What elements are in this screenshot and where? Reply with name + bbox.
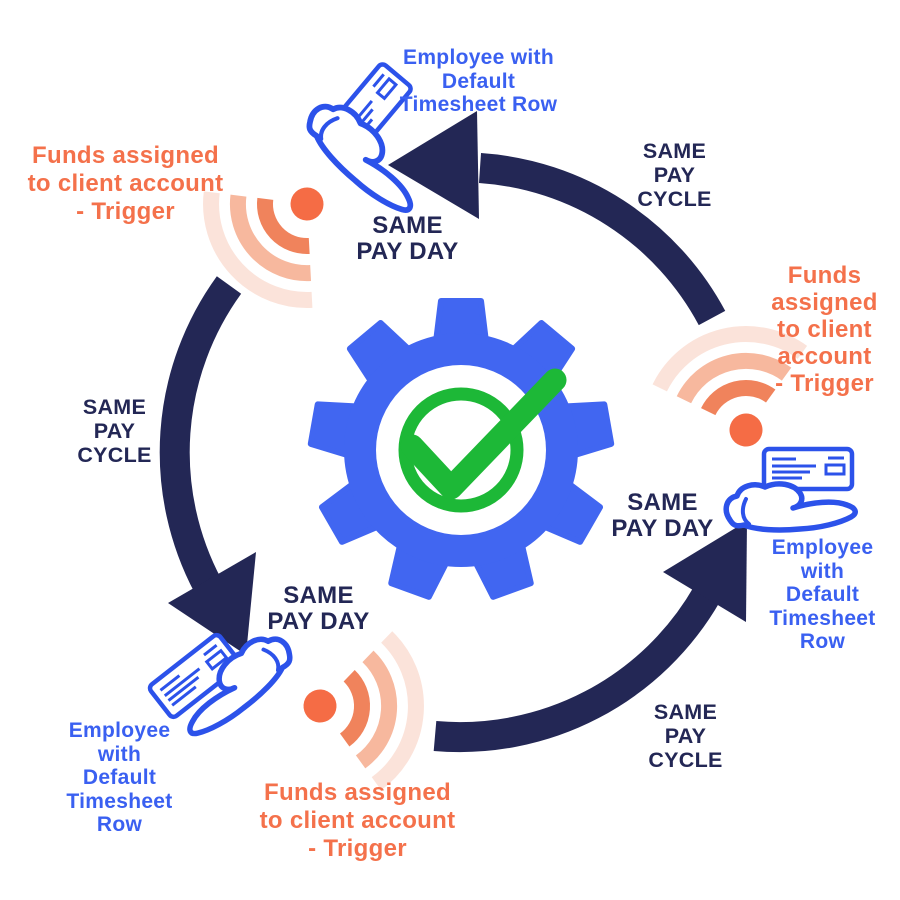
gear-checkmark-icon xyxy=(307,298,615,600)
pay-day-label-right: SAME PAY DAY xyxy=(611,489,714,542)
trigger-label-right: Funds assigned to client account - Trigg… xyxy=(771,262,878,397)
pay-cycle-label-left: SAME PAY CYCLE xyxy=(77,395,152,467)
pay-cycle-label-bottom-right: SAME PAY CYCLE xyxy=(648,700,723,772)
cycle-arc-left xyxy=(159,276,242,594)
trigger-label-bottom: Funds assigned to client account - Trigg… xyxy=(259,779,456,862)
hand-cheque-icon-right xyxy=(726,449,855,530)
trigger-label-top-left: Funds assigned to client account - Trigg… xyxy=(27,142,224,225)
cycle-arcs xyxy=(159,153,726,753)
trigger-signal-icon-bottom xyxy=(298,632,420,786)
employee-label-top: Employee with Default Timesheet Row xyxy=(399,46,558,116)
arrowhead-left-icon xyxy=(168,552,256,655)
checkmark-icon xyxy=(400,368,567,500)
cycle-arc-bottom xyxy=(433,586,721,753)
pay-cycle-label-top-right: SAME PAY CYCLE xyxy=(637,139,712,211)
pay-day-label-top: SAME PAY DAY xyxy=(356,212,459,265)
employee-label-bottom-left: Employee with Default Timesheet Row xyxy=(66,719,173,836)
cycle-arrowheads xyxy=(168,111,747,655)
arrowhead-right-icon xyxy=(663,521,747,622)
employee-label-right: Employee with Default Timesheet Row xyxy=(769,536,876,653)
pay-day-label-bottom-left: SAME PAY DAY xyxy=(267,582,370,635)
cycle-arc-top-right xyxy=(478,153,726,326)
arrowhead-top-icon xyxy=(388,111,479,219)
